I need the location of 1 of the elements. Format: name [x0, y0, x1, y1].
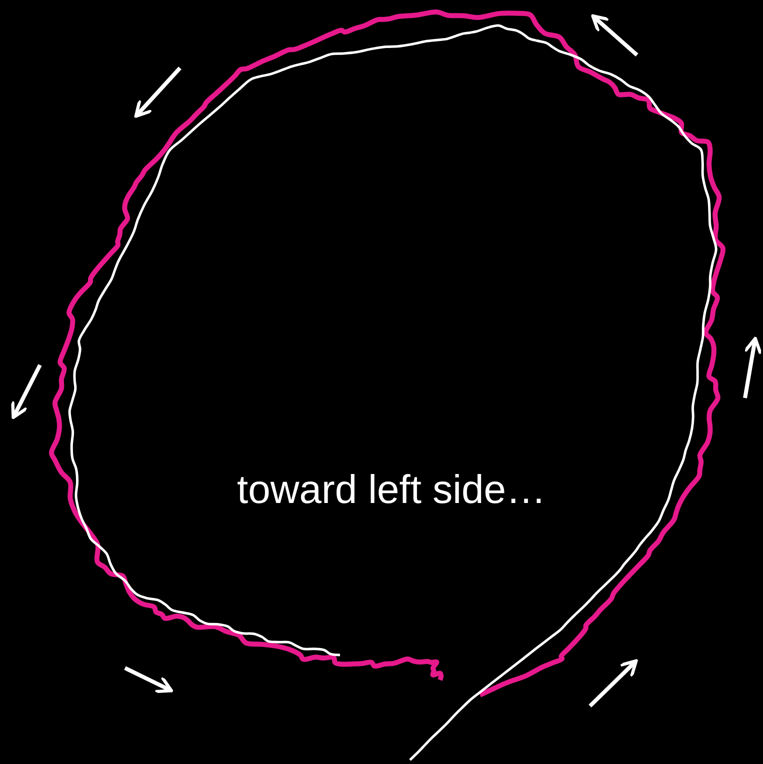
caption-text: toward left side…	[237, 468, 546, 513]
